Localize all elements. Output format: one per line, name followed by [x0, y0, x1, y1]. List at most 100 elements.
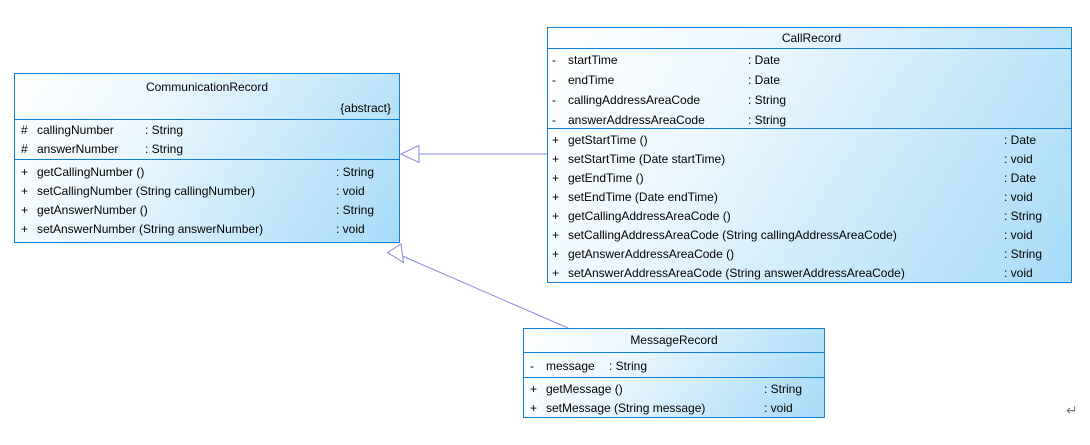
attribute-row: - message : String [530, 357, 824, 376]
method-name: setEndTime (Date endTime) [568, 190, 718, 204]
method-return-type: : Date [1004, 171, 1037, 185]
visibility-symbol: - [552, 93, 556, 107]
methods-compartment: + getCallingNumber () : String + setCall… [15, 159, 399, 239]
methods-compartment: + getMessage () : String + setMessage (S… [524, 377, 824, 418]
method-return-type: : String [336, 203, 375, 217]
attribute-type: : String [609, 359, 648, 373]
method-name: getMessage () [546, 382, 623, 396]
attribute-name: answerNumber [37, 142, 119, 156]
attributes-compartment: # callingNumber : String # answerNumber … [15, 119, 399, 159]
visibility-symbol: + [21, 165, 29, 179]
attribute-name: answerAddressAreaCode [568, 113, 705, 127]
attribute-type: : String [145, 142, 184, 156]
method-return-type: : void [1004, 152, 1033, 166]
method-return-type: : void [1004, 190, 1033, 204]
method-name: getStartTime () [568, 133, 648, 147]
generalization-callrecord-to-communicationrecord[interactable] [399, 144, 547, 164]
method-row: + setMessage (String message) : void [530, 399, 824, 418]
method-name: getAnswerNumber () [37, 203, 148, 217]
visibility-symbol: + [552, 247, 560, 261]
attribute-name: message [546, 359, 595, 373]
attribute-row: - endTime : Date [552, 70, 1071, 90]
visibility-symbol: - [530, 359, 534, 373]
visibility-symbol: - [552, 53, 556, 67]
method-return-type: : String [1004, 209, 1043, 223]
method-return-type: : void [764, 401, 793, 415]
attribute-row: # callingNumber : String [21, 121, 399, 140]
method-row: + setAnswerNumber (String answerNumber) … [21, 220, 399, 239]
attributes-compartment: - message : String [524, 352, 824, 377]
attributes-compartment: - startTime : Date - endTime : Date - ca… [548, 48, 1071, 128]
title-compartment: CommunicationRecord {abstract} [15, 74, 399, 119]
title-compartment: MessageRecord [524, 329, 824, 352]
methods-compartment: + getStartTime () : Date + setStartTime … [548, 128, 1071, 283]
abstract-tag: {abstract} [340, 101, 391, 115]
visibility-symbol: + [552, 228, 560, 242]
method-name: setCallingAddressAreaCode (String callin… [568, 228, 897, 242]
method-row: + getMessage () : String [530, 380, 824, 399]
visibility-symbol: # [21, 142, 28, 156]
method-name: getCallingAddressAreaCode () [568, 209, 731, 223]
visibility-symbol: + [21, 184, 29, 198]
class-name: MessageRecord [630, 333, 718, 347]
method-row: + setAnswerAddressAreaCode (String answe… [552, 264, 1071, 283]
method-return-type: : void [1004, 266, 1033, 280]
method-row: + getEndTime () : Date [552, 169, 1071, 188]
generalization-messagerecord-to-communicationrecord[interactable] [386, 243, 569, 329]
class-communicationrecord[interactable]: CommunicationRecord {abstract} # calling… [14, 73, 400, 243]
attribute-name: endTime [568, 73, 615, 87]
method-name: getEndTime () [568, 171, 644, 185]
visibility-symbol: + [552, 209, 560, 223]
method-row: + getCallingAddressAreaCode () : String [552, 207, 1071, 226]
visibility-symbol: + [21, 203, 29, 217]
visibility-symbol: + [552, 133, 560, 147]
method-name: setStartTime (Date startTime) [568, 152, 726, 166]
visibility-symbol: + [530, 382, 538, 396]
attribute-name: callingNumber [37, 123, 114, 137]
hollow-triangle-arrowhead [386, 243, 405, 264]
method-row: + setStartTime (Date startTime) : void [552, 150, 1071, 169]
method-row: + setCallingNumber (String callingNumber… [21, 182, 399, 201]
class-name: CommunicationRecord [145, 80, 269, 94]
method-return-type: : void [1004, 228, 1033, 242]
method-return-type: : String [764, 382, 803, 396]
method-name: getAnswerAddressAreaCode () [568, 247, 735, 261]
attribute-type: : Date [748, 53, 781, 67]
method-return-type: : String [336, 165, 375, 179]
class-callrecord[interactable]: CallRecord - startTime : Date - endTime … [547, 27, 1072, 283]
visibility-symbol: - [552, 73, 556, 87]
visibility-symbol: - [552, 113, 556, 127]
visibility-symbol: + [552, 266, 560, 280]
visibility-symbol: + [21, 222, 29, 236]
method-row: + setCallingAddressAreaCode (String call… [552, 226, 1071, 245]
method-row: + getStartTime () : Date [552, 131, 1071, 150]
attribute-type: : Date [748, 73, 781, 87]
attribute-row: - startTime : Date [552, 50, 1071, 70]
class-name: CallRecord [781, 31, 842, 45]
method-row: + setEndTime (Date endTime) : void [552, 188, 1071, 207]
attribute-name: callingAddressAreaCode [568, 93, 701, 107]
method-row: + getCallingNumber () : String [21, 163, 399, 182]
visibility-symbol: # [21, 123, 28, 137]
attribute-type: : String [748, 113, 787, 127]
method-return-type: : Date [1004, 133, 1037, 147]
attribute-row: # answerNumber : String [21, 140, 399, 159]
visibility-symbol: + [552, 152, 560, 166]
method-return-type: : String [1004, 247, 1043, 261]
visibility-symbol: + [552, 190, 560, 204]
class-messagerecord[interactable]: MessageRecord - message : String + getMe… [523, 328, 825, 418]
method-row: + getAnswerNumber () : String [21, 201, 399, 220]
attribute-name: startTime [568, 53, 618, 67]
title-compartment: CallRecord [548, 28, 1071, 48]
method-name: setCallingNumber (String callingNumber) [37, 184, 256, 198]
attribute-type: : String [145, 123, 184, 137]
method-name: setAnswerAddressAreaCode (String answerA… [568, 266, 905, 280]
attribute-type: : String [748, 93, 787, 107]
method-return-type: : void [336, 184, 365, 198]
method-name: setAnswerNumber (String answerNumber) [37, 222, 264, 236]
method-return-type: : void [336, 222, 365, 236]
visibility-symbol: + [552, 171, 560, 185]
visibility-symbol: + [530, 401, 538, 415]
carriage-return-mark: ↵ [1066, 402, 1078, 418]
attribute-row: - answerAddressAreaCode : String [552, 110, 1071, 128]
